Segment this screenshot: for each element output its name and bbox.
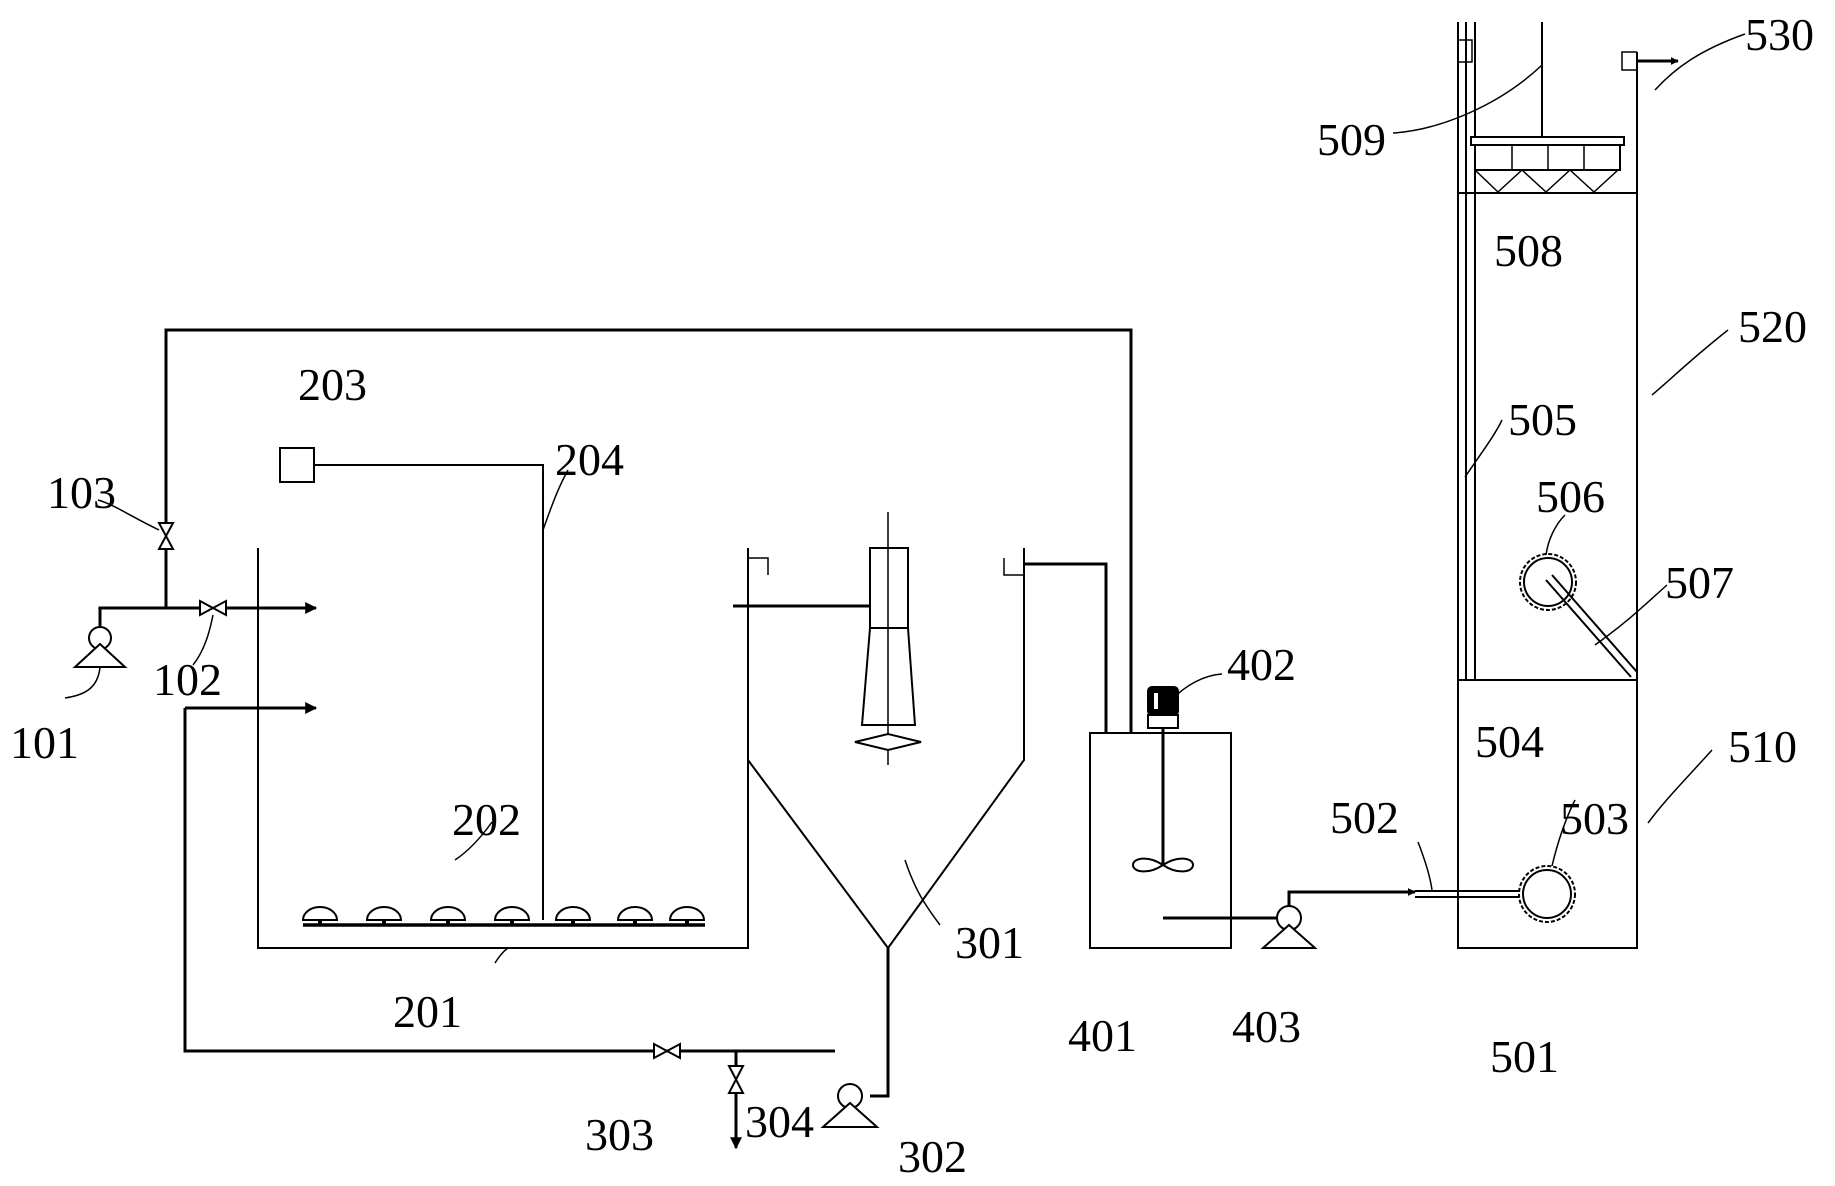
- leader-lines: [64, 33, 1746, 964]
- label-509: 509: [1317, 114, 1386, 165]
- label-510: 510: [1728, 721, 1797, 772]
- label-508: 508: [1494, 225, 1563, 276]
- valve-304: [727, 1065, 745, 1094]
- distributor-508: [1470, 22, 1625, 194]
- label-505: 505: [1508, 394, 1577, 445]
- feed-line: [98, 328, 1137, 772]
- reactor-column-501: [1457, 22, 1679, 949]
- label-502: 502: [1330, 792, 1399, 843]
- rotor-506: [1519, 553, 1638, 678]
- label-103: 103: [47, 467, 116, 518]
- labels: 101 102 103 201 202 203 204 301 302 303 …: [10, 9, 1814, 1182]
- label-506: 506: [1536, 471, 1605, 522]
- label-402: 402: [1227, 639, 1296, 690]
- valve-102: [199, 599, 227, 617]
- sludge-return-line: [183, 708, 890, 1150]
- label-503: 503: [1560, 793, 1629, 844]
- aeration-tank-201: [257, 548, 749, 949]
- valve-303: [653, 1042, 681, 1060]
- pump-302: [820, 1083, 880, 1128]
- label-202: 202: [452, 794, 521, 845]
- label-102: 102: [153, 654, 222, 705]
- mixing-tank-401: [1089, 728, 1232, 949]
- rotor-503: [1518, 865, 1576, 923]
- air-supply-203-204: [279, 447, 544, 920]
- label-403: 403: [1232, 1001, 1301, 1052]
- label-501: 501: [1490, 1031, 1559, 1082]
- label-201: 201: [393, 986, 462, 1037]
- inner-pipe-505: [1465, 22, 1476, 680]
- valve-103: [157, 522, 175, 550]
- label-401: 401: [1068, 1010, 1137, 1061]
- label-302: 302: [898, 1131, 967, 1182]
- aeration-diffusers-202: [301, 906, 706, 927]
- label-520: 520: [1738, 301, 1807, 352]
- settler-301: [733, 512, 1112, 950]
- label-507: 507: [1665, 557, 1734, 608]
- label-301: 301: [955, 917, 1024, 968]
- motor-402: [1147, 686, 1179, 729]
- label-304: 304: [745, 1096, 814, 1147]
- label-203: 203: [298, 359, 367, 410]
- label-504: 504: [1475, 716, 1544, 767]
- label-204: 204: [555, 434, 624, 485]
- label-303: 303: [585, 1109, 654, 1160]
- label-101: 101: [10, 717, 79, 768]
- label-530: 530: [1745, 9, 1814, 60]
- pump-101: [72, 626, 128, 668]
- pump-403: [1260, 905, 1318, 949]
